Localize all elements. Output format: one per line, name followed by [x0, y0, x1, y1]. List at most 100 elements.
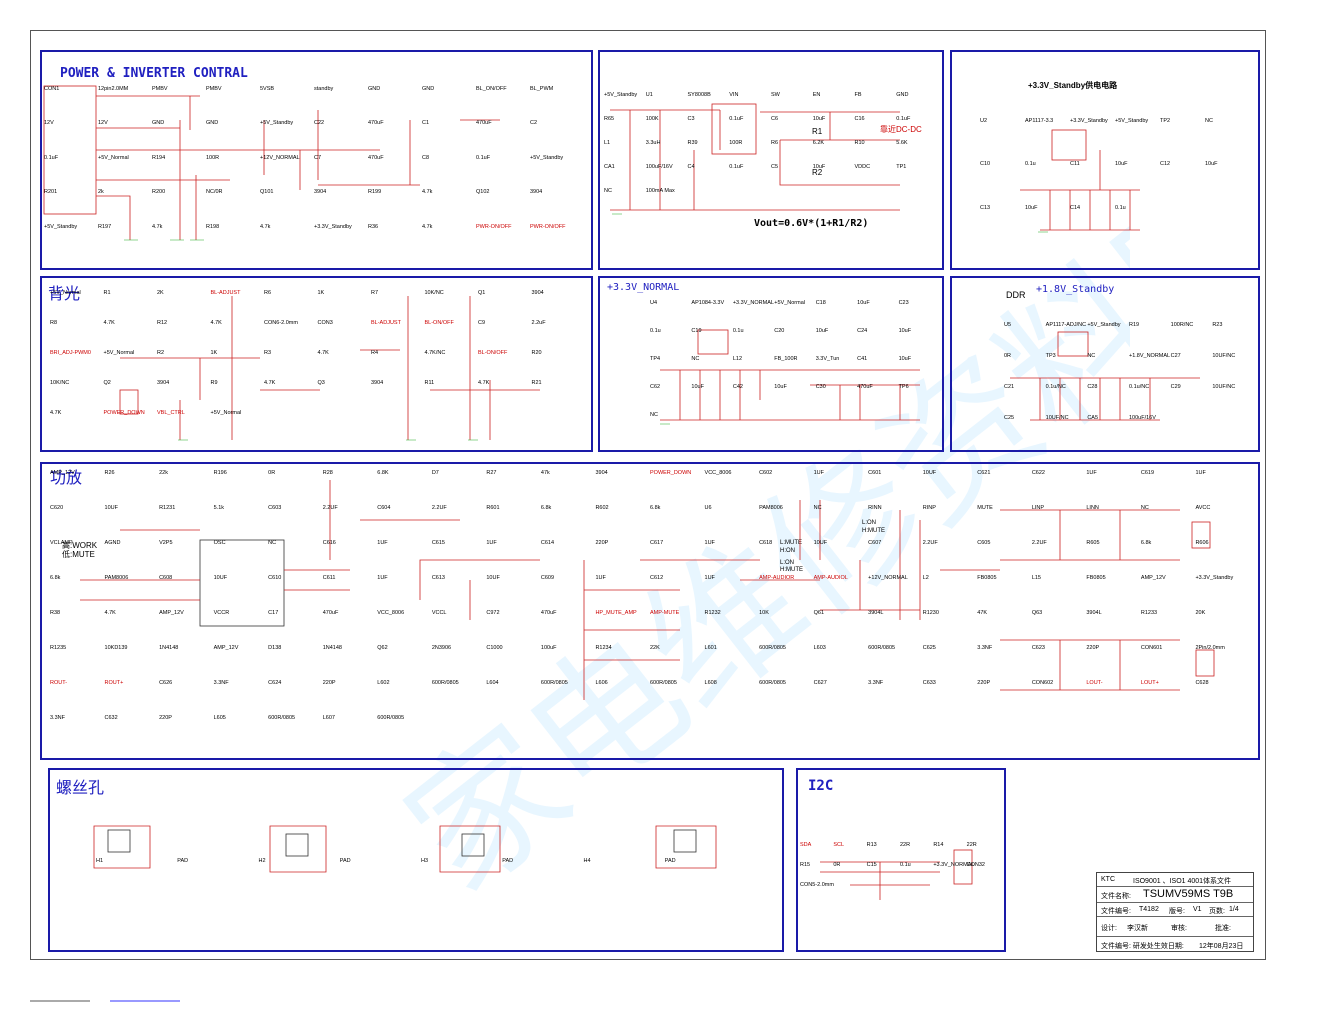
- label-amp: 3.3NF: [213, 680, 229, 686]
- label-dcdc: 10uF: [812, 164, 826, 170]
- label-amp: C625: [922, 645, 936, 651]
- label-backlight: C9: [478, 320, 486, 326]
- v18-standby-title: +1.8V_Standby: [1036, 284, 1115, 295]
- label-amp: OSC: [213, 540, 226, 546]
- label-amp: 1UF: [704, 540, 715, 546]
- label-i2c: CON5-2.0mm: [800, 882, 834, 888]
- label-amp: C1000: [486, 645, 503, 651]
- lmute-note: L:MUTE: [780, 540, 803, 546]
- label-i2c: +3.3V_NORMAL: [933, 862, 975, 868]
- label-amp: 6.8k: [1140, 540, 1152, 546]
- label-backlight: Q3: [317, 380, 325, 386]
- panel-v18-standby: [950, 276, 1260, 452]
- label-backlight: 3904: [157, 380, 170, 386]
- label-amp: 2.2UF: [431, 505, 447, 511]
- label-power: +3.3V_Standby: [314, 223, 352, 230]
- label-v18sb: C21: [1004, 384, 1015, 390]
- label-power: R201: [44, 189, 58, 196]
- label-amp: 600R/0805: [540, 680, 568, 686]
- label-backlight: POWER_DOWN: [103, 410, 145, 416]
- label-amp: R28: [322, 470, 333, 476]
- label-amp: 6.8k: [50, 575, 61, 581]
- v33-standby-title: +3.3V_Standby供电电路: [1028, 81, 1118, 90]
- lon-note: L:ON: [780, 560, 795, 566]
- hon-note: H:ON: [780, 548, 795, 554]
- label-v18sb: 10UF/NC: [1212, 384, 1236, 390]
- label-v18sb: R19: [1129, 322, 1140, 328]
- label-amp: 2.2UF: [922, 540, 938, 546]
- label-amp: AMP-AUDIOL: [813, 575, 848, 581]
- label-amp: 22K: [650, 645, 660, 651]
- label-i2c: 22R: [900, 842, 911, 848]
- label-v33n: 10uF: [815, 328, 829, 334]
- label-backlight: 4.7K: [103, 320, 115, 326]
- label-amp: FB0805: [977, 575, 997, 581]
- label-backlight: CON6-2.0mm: [264, 320, 298, 326]
- label-amp: MUTE: [977, 505, 993, 511]
- label-amp: C617: [650, 540, 664, 546]
- label-v33n: 0.1u: [732, 328, 744, 334]
- label-dcdc: 3.3uH: [645, 140, 661, 146]
- label-backlight: 10K/NC: [50, 380, 70, 386]
- label-v33sb: C11: [1070, 161, 1080, 168]
- label-v18sb: 10UF/NC: [1212, 353, 1236, 359]
- label-power: standby: [314, 86, 334, 92]
- label-amp: U6: [704, 505, 712, 511]
- power-title: POWER & INVERTER CONTRAL: [60, 66, 248, 81]
- label-v33n: +5V_Normal: [774, 300, 806, 306]
- label-power: 2k: [98, 189, 104, 196]
- tb-designer: 李汉新: [1127, 925, 1148, 932]
- label-amp: 470uF: [322, 610, 339, 616]
- label-v18sb: R23: [1212, 322, 1223, 328]
- label-power: Q102: [476, 189, 490, 196]
- label-backlight: +5V_Normal: [103, 350, 135, 356]
- label-amp: 10KD139: [104, 645, 128, 651]
- tb-version: V1: [1193, 906, 1202, 913]
- label-power: C7: [314, 154, 322, 161]
- label-backlight: R3: [264, 350, 272, 356]
- label-dcdc: TP1: [896, 164, 907, 170]
- tb-date: 12年08月23日: [1199, 943, 1244, 950]
- label-amp: 600R/0805: [431, 680, 459, 686]
- label-v18sb: C28: [1087, 384, 1098, 390]
- label-dcdc: C3: [687, 116, 695, 122]
- label-v33n: L12: [732, 356, 743, 362]
- footer-rule: [30, 1000, 180, 1002]
- label-backlight: R12: [157, 320, 168, 326]
- label-power: 470uF: [368, 120, 384, 127]
- label-backlight: 10K/NC: [424, 290, 444, 296]
- label-backlight: BRI_ADJ-PWM0: [50, 350, 91, 356]
- label-power: 0.1uF: [44, 154, 59, 161]
- label-backlight: R9: [210, 380, 218, 386]
- tb-file-no-label: 文件编号:: [1101, 908, 1131, 915]
- label-v18sb: 0.1u/NC: [1045, 384, 1066, 390]
- tb-file-name: TSUMV59MS T9B: [1143, 888, 1234, 900]
- label-amp: L601: [704, 645, 717, 651]
- panel-v33-normal: [598, 276, 944, 452]
- label-amp: R606: [1195, 540, 1209, 546]
- panel-amp: [40, 462, 1260, 760]
- label-dcdc: C5: [771, 164, 779, 170]
- label-power: +5V_Standby: [44, 223, 78, 230]
- panel-power: [40, 50, 593, 270]
- label-amp: AMP_12V: [159, 610, 184, 616]
- label-amp: 1UF: [704, 575, 715, 581]
- label-amp: LOUT+: [1140, 680, 1159, 686]
- label-backlight: CON3: [317, 320, 333, 326]
- label-amp: 220P: [595, 540, 609, 546]
- label-amp: CON602: [1031, 680, 1054, 686]
- label-backlight: VBL_CTRL: [157, 410, 185, 416]
- label-dcdc: 5.6K: [896, 140, 908, 146]
- label-amp: NC: [813, 505, 822, 511]
- label-v18sb: C29: [1170, 384, 1181, 390]
- label-backlight: 4.7K: [264, 380, 276, 386]
- label-amp: C633: [922, 680, 936, 686]
- label-amp: 10UF: [922, 470, 937, 476]
- label-amp: 10K: [759, 610, 769, 616]
- label-dcdc: U1: [645, 92, 653, 98]
- label-i2c: SDA: [800, 842, 812, 848]
- label-power: PMBV: [152, 86, 168, 92]
- label-amp: CON601: [1140, 645, 1163, 651]
- label-v18sb: +1.8V_NORMAL: [1129, 353, 1171, 359]
- label-dcdc: R65: [604, 116, 615, 122]
